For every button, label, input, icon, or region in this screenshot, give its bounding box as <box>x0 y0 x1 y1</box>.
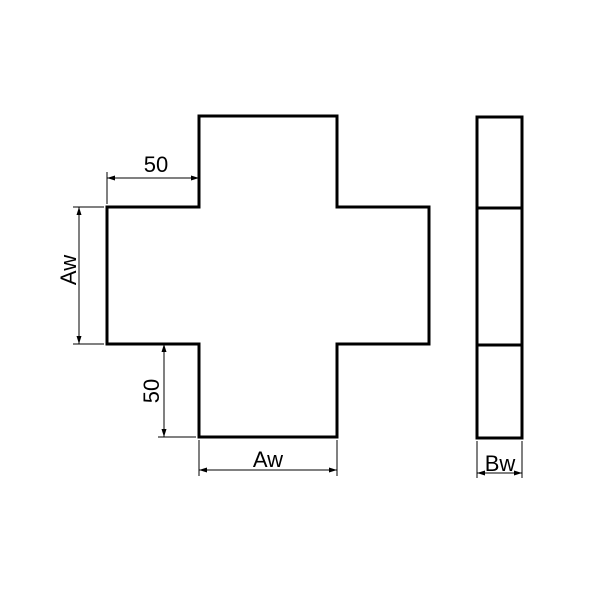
arrow-head <box>76 336 82 344</box>
cross-outline <box>105 114 431 439</box>
dimension-bottom-aw: Aw <box>198 440 338 476</box>
arrow-head <box>329 467 337 473</box>
dimension-label: Aw <box>56 255 81 285</box>
dimension-top-50: 50 <box>106 152 200 204</box>
arrow-head <box>191 175 199 181</box>
arrow-head <box>76 207 82 215</box>
dimension-left-aw: Aw <box>56 206 104 345</box>
dimension-label: 50 <box>144 152 168 177</box>
dimension-label: 50 <box>139 379 164 403</box>
arrow-head <box>477 470 485 476</box>
arrow-head <box>199 467 207 473</box>
cross-front-view <box>105 114 431 439</box>
arrow-head <box>514 470 522 476</box>
dimension-label: Bw <box>485 451 516 476</box>
dimension-side-bw: Bw <box>476 441 523 478</box>
arrow-head <box>161 429 167 437</box>
dimension-bottom-50: 50 <box>139 343 196 438</box>
arrow-head <box>107 175 115 181</box>
dimension-label: Aw <box>253 447 283 472</box>
side-view-outline <box>475 115 524 440</box>
side-view <box>475 115 524 440</box>
arrow-head <box>161 344 167 352</box>
